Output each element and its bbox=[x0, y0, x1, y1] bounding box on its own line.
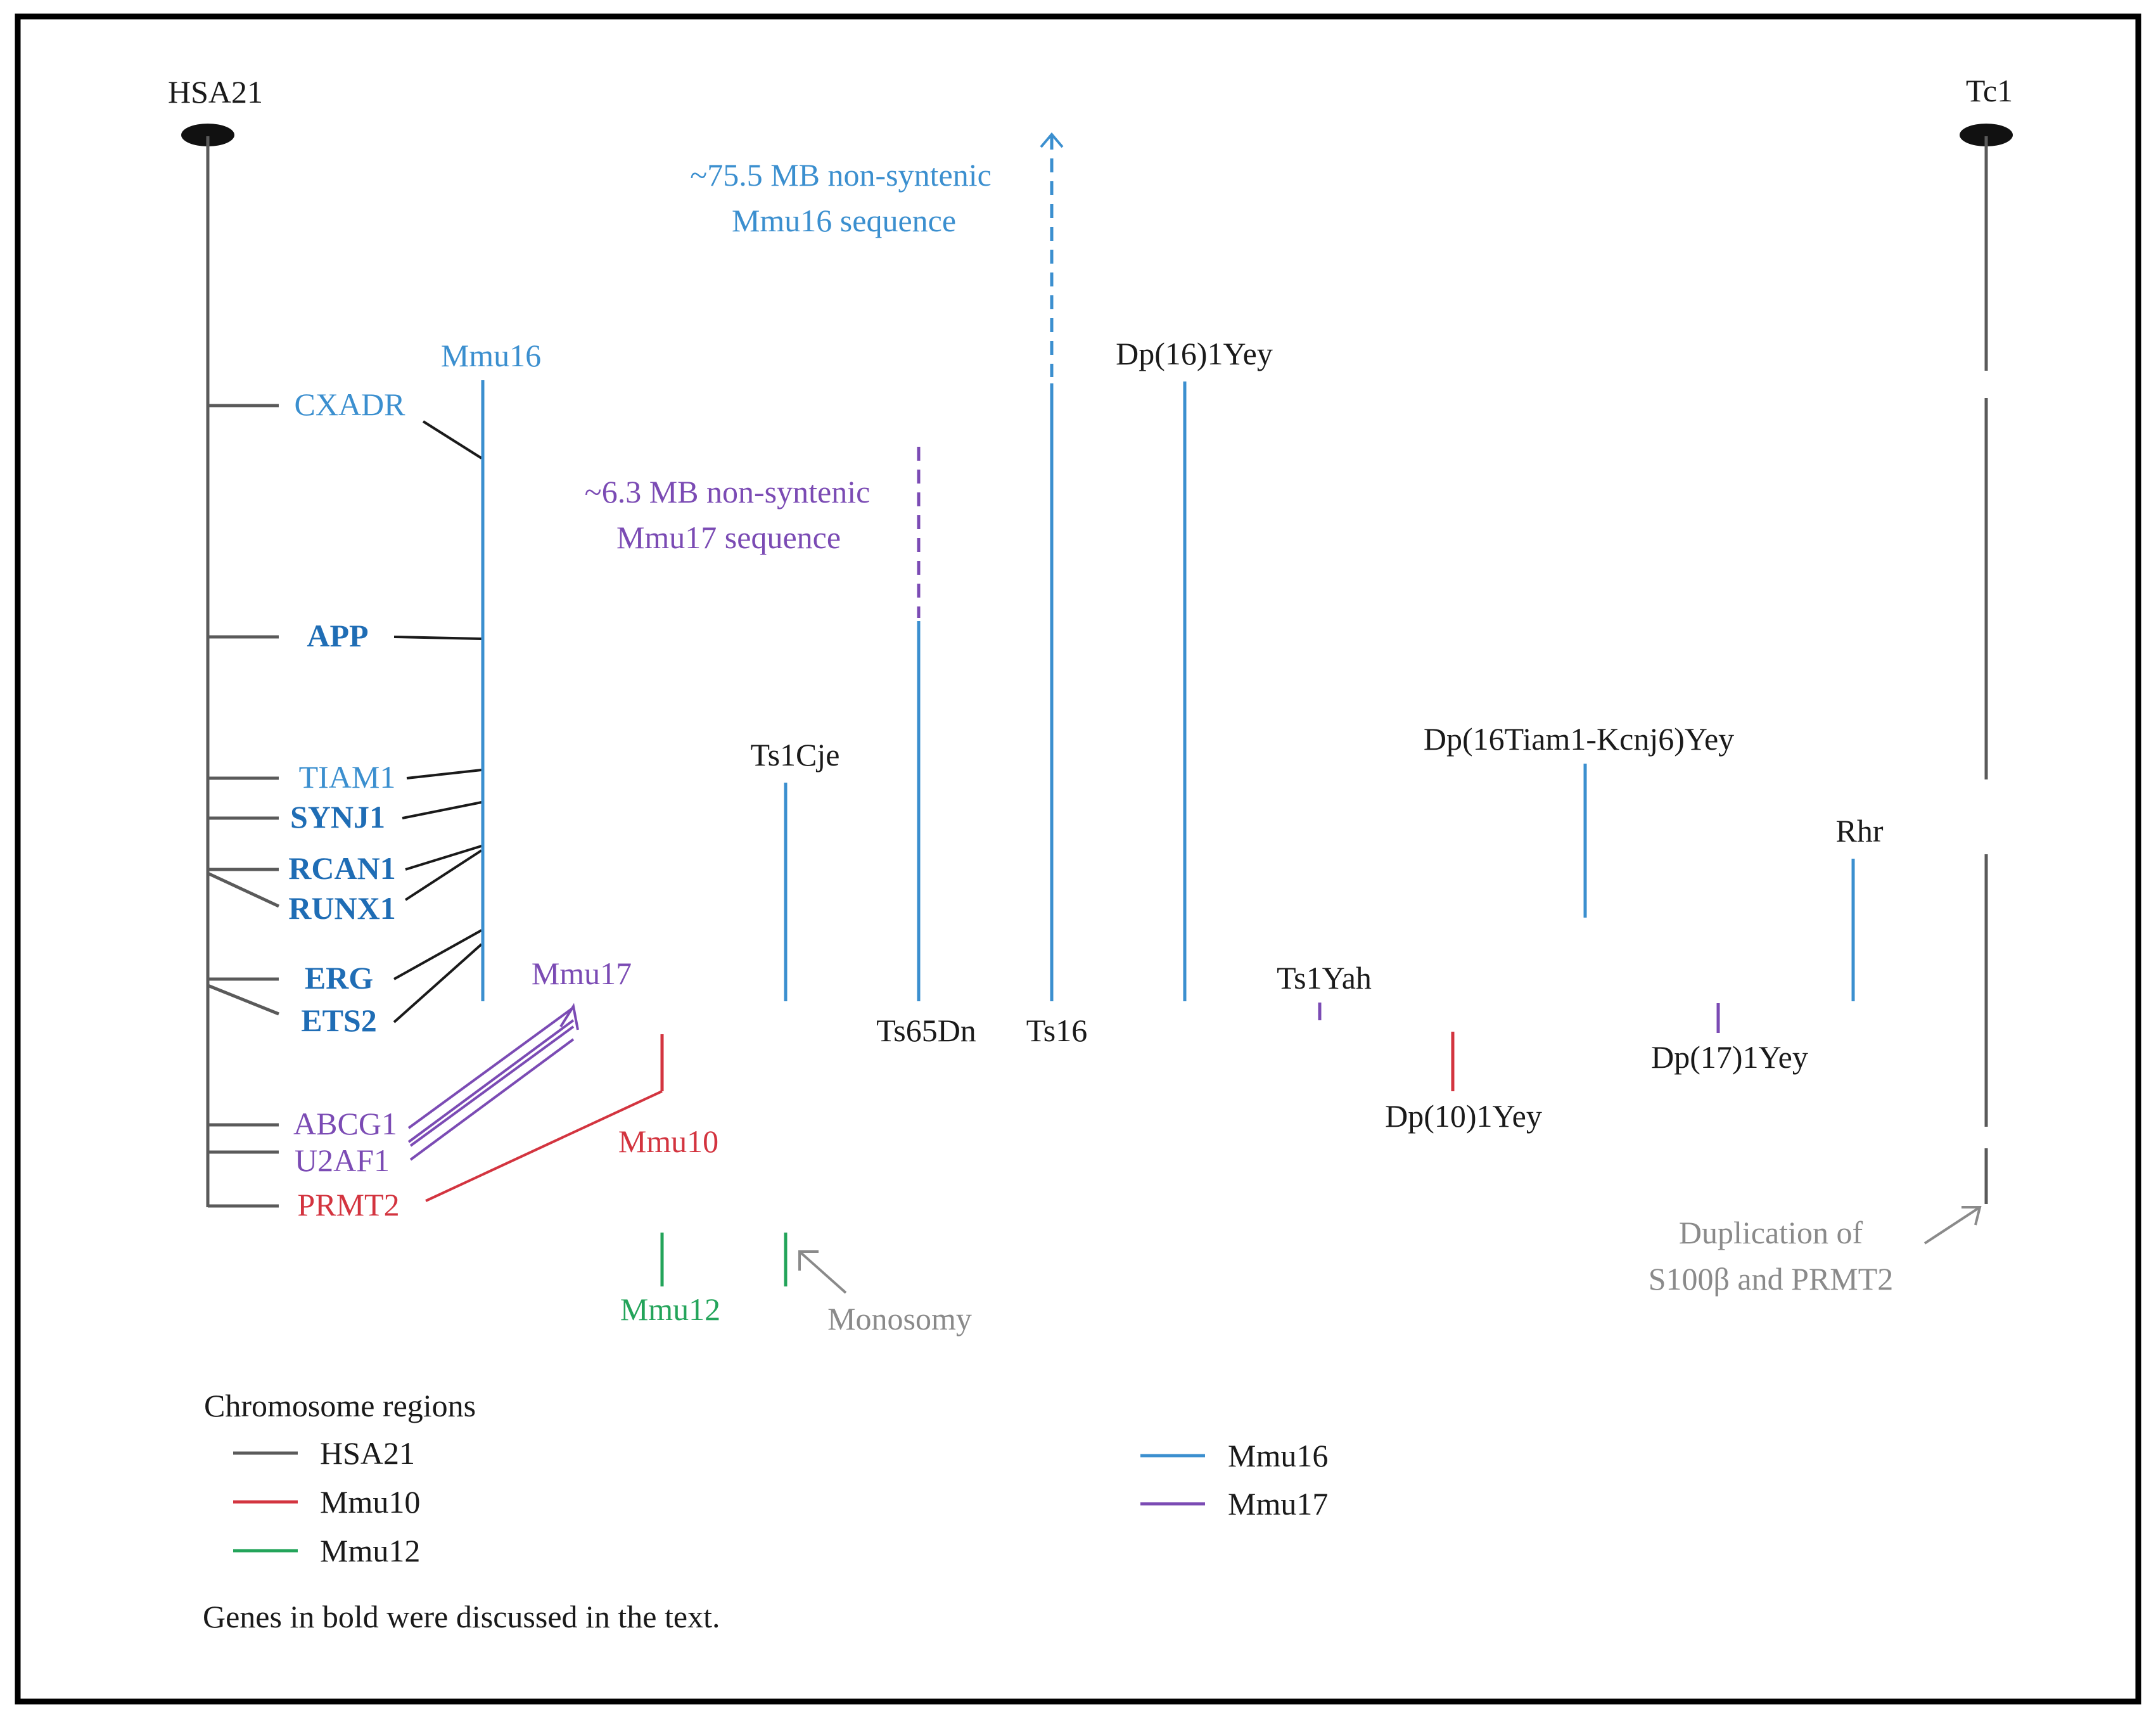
tc1-title: Tc1 bbox=[1966, 73, 2013, 108]
model-dp16tiam: Dp(16Tiam1-Kcnj6)Yey bbox=[1424, 721, 1734, 918]
legend-item-mmu12: Mmu12 bbox=[233, 1533, 420, 1568]
model-dp10: Dp(10)1Yey bbox=[1385, 1032, 1542, 1134]
mmu17-region: Mmu17 bbox=[532, 956, 632, 1030]
legend-item-mmu17: Mmu17 bbox=[1140, 1486, 1328, 1522]
model-dp16: Dp(16)1Yey bbox=[1116, 336, 1273, 1001]
gene-label-prmt2: PRMT2 bbox=[297, 1187, 399, 1222]
gene-label-runx1: RUNX1 bbox=[288, 890, 395, 926]
gene-connectors bbox=[393, 420, 663, 1202]
mmu17-region-label: Mmu17 bbox=[532, 956, 632, 991]
svg-text:Mmu16: Mmu16 bbox=[1228, 1438, 1328, 1473]
hsa21-gene-ticks bbox=[207, 404, 280, 1208]
model-ts16-label: Ts16 bbox=[1026, 1013, 1088, 1048]
mmu16-nonsyntenic-line2: Mmu16 sequence bbox=[732, 203, 956, 238]
gene-label-synj1: SYNJ1 bbox=[290, 799, 385, 835]
model-ts65dn-label: Ts65Dn bbox=[876, 1013, 976, 1048]
tc1-chromosome: Tc1 bbox=[1960, 73, 2013, 1204]
model-dp10-label: Dp(10)1Yey bbox=[1385, 1098, 1542, 1134]
mmu17-arrowhead bbox=[559, 1003, 579, 1030]
mmu10-region: Mmu10 bbox=[618, 1034, 718, 1159]
legend: Chromosome regions HSA21 Mmu10 Mmu12 Mmu… bbox=[203, 1388, 1328, 1634]
model-dp16tiam-label: Dp(16Tiam1-Kcnj6)Yey bbox=[1424, 721, 1734, 757]
gene-label-cxadr: CXADR bbox=[294, 387, 405, 422]
hsa21-chromosome: HSA21 bbox=[168, 74, 280, 1208]
gene-label-app: APP bbox=[307, 618, 368, 653]
mmu16-region-label: Mmu16 bbox=[441, 338, 541, 373]
mmu12-region: Mmu12 bbox=[620, 1233, 788, 1327]
duplication-line1: Duplication of bbox=[1679, 1215, 1863, 1250]
svg-text:Mmu10: Mmu10 bbox=[320, 1484, 420, 1520]
mmu16-nonsyntenic-line1: ~75.5 MB non-syntenic bbox=[690, 157, 992, 193]
gene-label-rcan1: RCAN1 bbox=[288, 850, 395, 886]
gene-label-ets2: ETS2 bbox=[301, 1003, 377, 1038]
model-ts1yah-label: Ts1Yah bbox=[1277, 960, 1372, 996]
tc1-centromere bbox=[1960, 124, 2013, 146]
model-ts1yah: Ts1Yah bbox=[1277, 960, 1372, 1020]
figure-frame bbox=[15, 13, 2141, 1705]
model-rhr-label: Rhr bbox=[1836, 813, 1884, 849]
model-dp17: Dp(17)1Yey bbox=[1651, 1003, 1808, 1075]
legend-title: Chromosome regions bbox=[204, 1388, 476, 1423]
svg-text:Mmu17: Mmu17 bbox=[1228, 1486, 1328, 1522]
model-ts1cje: Ts1Cje bbox=[751, 737, 840, 1001]
model-dp16-label: Dp(16)1Yey bbox=[1116, 336, 1273, 371]
gene-labels: CXADR APP TIAM1 SYNJ1 RCAN1 RUNX1 ERG ET… bbox=[288, 387, 405, 1222]
model-ts16: Ts16 ~75.5 MB non-syntenic Mmu16 sequenc… bbox=[690, 132, 1088, 1048]
mmu17-nonsyntenic-line1: ~6.3 MB non-syntenic bbox=[585, 474, 871, 510]
gene-label-erg: ERG bbox=[305, 960, 373, 996]
legend-item-mmu16: Mmu16 bbox=[1140, 1438, 1328, 1473]
duplication-annotation: Duplication of S100β and PRMT2 bbox=[1649, 1206, 1982, 1297]
legend-footnote: Genes in bold were discussed in the text… bbox=[203, 1599, 720, 1634]
svg-text:HSA21: HSA21 bbox=[320, 1435, 415, 1471]
model-ts1cje-label: Ts1Cje bbox=[751, 737, 840, 772]
svg-text:Mmu12: Mmu12 bbox=[320, 1533, 420, 1568]
mmu12-region-label: Mmu12 bbox=[620, 1292, 720, 1327]
hsa21-title: HSA21 bbox=[168, 74, 263, 110]
legend-item-mmu10: Mmu10 bbox=[233, 1484, 420, 1520]
gene-label-tiam1: TIAM1 bbox=[299, 759, 396, 795]
ts16-arrowhead bbox=[1040, 132, 1064, 148]
model-dp17-label: Dp(17)1Yey bbox=[1651, 1039, 1808, 1075]
legend-item-hsa21: HSA21 bbox=[233, 1435, 415, 1471]
model-rhr: Rhr bbox=[1836, 813, 1884, 1001]
mmu17-nonsyntenic-line2: Mmu17 sequence bbox=[616, 520, 841, 555]
monosomy-label: Monosomy bbox=[827, 1301, 972, 1337]
hsa21-centromere bbox=[181, 124, 234, 146]
gene-label-u2af1: U2AF1 bbox=[295, 1143, 390, 1178]
duplication-line2: S100β and PRMT2 bbox=[1649, 1261, 1894, 1297]
mmu16-region: Mmu16 bbox=[441, 338, 541, 1001]
model-ts65dn: Ts65Dn ~6.3 MB non-syntenic Mmu17 sequen… bbox=[585, 447, 976, 1048]
mmu10-region-label: Mmu10 bbox=[618, 1124, 718, 1159]
gene-label-abcg1: ABCG1 bbox=[293, 1106, 397, 1141]
monosomy-annotation: Monosomy bbox=[798, 1250, 972, 1337]
